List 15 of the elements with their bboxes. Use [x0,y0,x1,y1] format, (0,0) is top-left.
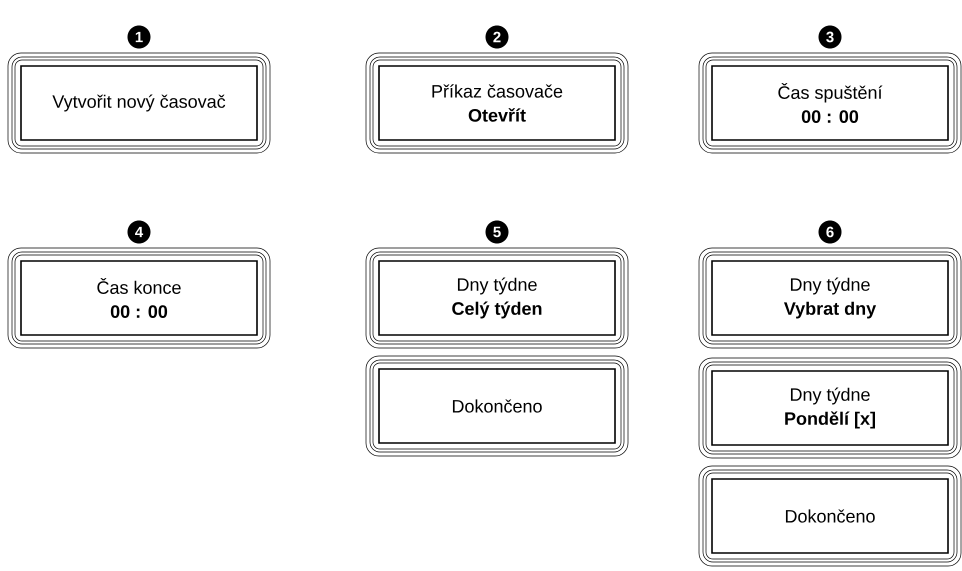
display-screen: Dny týdne Vybrat dny [698,248,962,348]
step-number: 2 [486,26,508,48]
display-screen: Příkaz časovače Otevřít [366,52,628,154]
step-number: 1 [128,26,150,48]
step-number: 4 [128,220,150,244]
display-screen: Čas konce 00 : 00 [8,248,270,348]
display-screen: Čas spuštění 00 : 00 [698,52,962,154]
display-screen: Dokončeno [366,356,628,456]
display-screen: Vytvořit nový časovač [8,52,270,154]
step-number: 3 [818,26,842,48]
step-number: 6 [818,220,842,244]
step-number: 5 [486,220,508,244]
display-screen: Dny týdne Celý týden [366,248,628,348]
display-screen: Dny týdne Pondělí [x] [698,358,962,458]
display-screen: Dokončeno [698,466,962,566]
